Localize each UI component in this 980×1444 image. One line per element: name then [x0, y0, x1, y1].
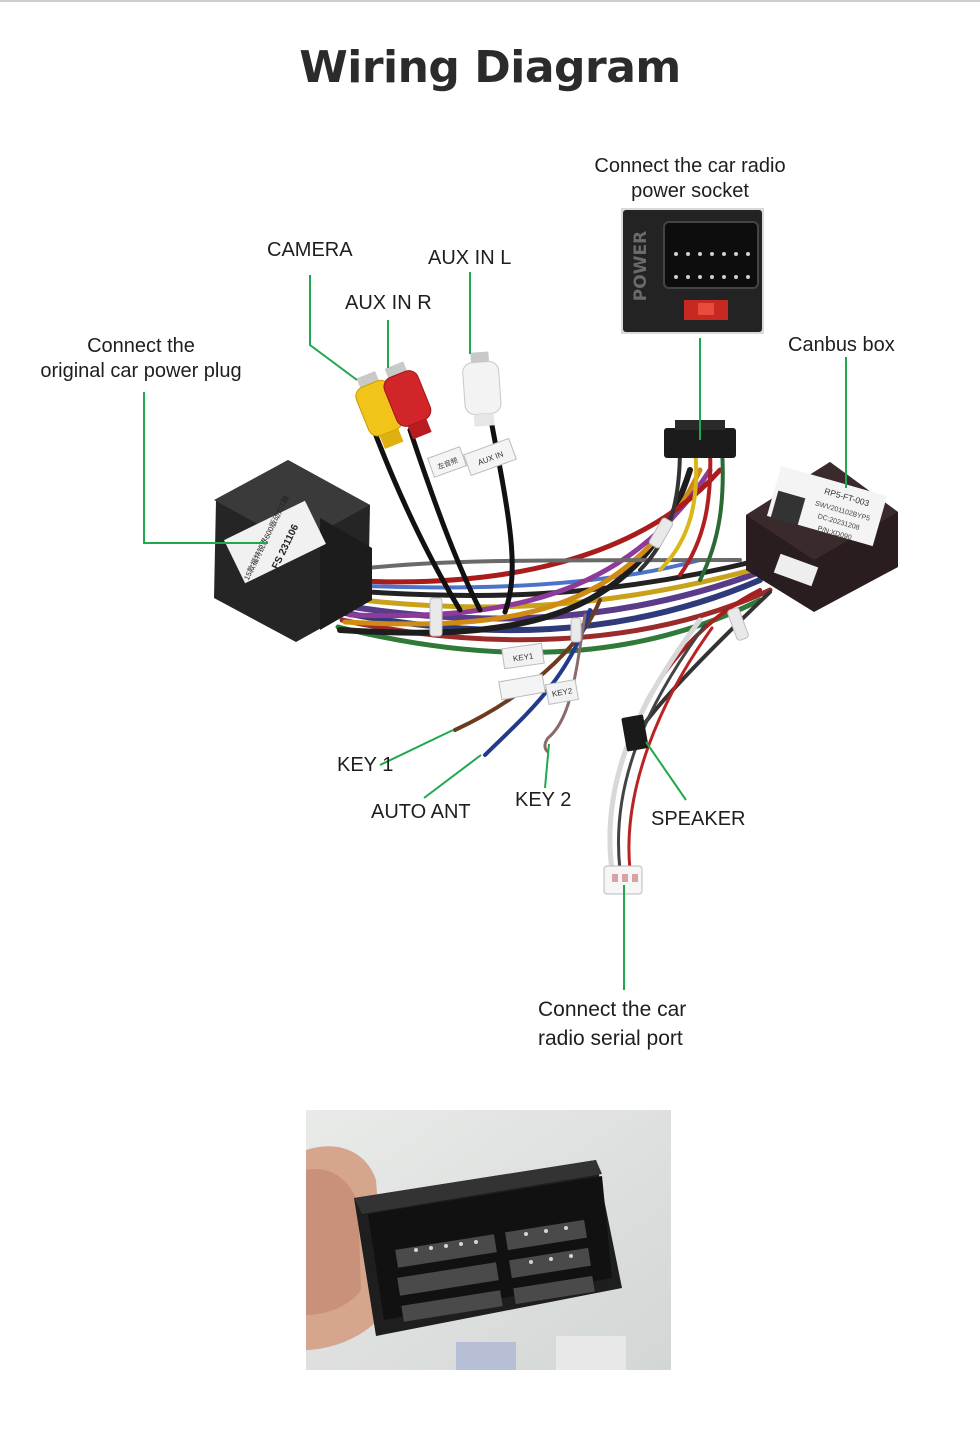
- label-serial-port: Connect the car radio serial port: [538, 995, 686, 1053]
- serial-port-plug: [603, 865, 643, 895]
- label-aux-in-l: AUX IN L: [428, 247, 512, 269]
- label-aux-in-r: AUX IN R: [345, 292, 432, 314]
- label-key2: KEY 2: [515, 789, 572, 811]
- label-power-socket-line1: Connect the car radio: [594, 155, 786, 177]
- label-key1: KEY 1: [337, 754, 394, 776]
- label-power-socket-line2: power socket: [631, 180, 749, 202]
- socket-embossed-text: POWER: [631, 231, 651, 301]
- label-power-plug-line2: original car power plug: [40, 360, 242, 382]
- label-camera: CAMERA: [267, 239, 353, 261]
- cable-ties: [429, 517, 749, 643]
- canbus-box-device: RP5-FT-003 SWV201102BYP5 DC:20231208 P/N…: [746, 462, 898, 612]
- wiring-harness-diagram: POWER: [143, 208, 898, 990]
- connector-closeup-photo: [306, 1110, 671, 1370]
- page-title: Wiring Diagram: [299, 42, 681, 93]
- top-rule: [0, 0, 980, 2]
- label-serial-port-line2: radio serial port: [538, 1027, 683, 1050]
- wire-tags: KEY1 KEY2 AUX IN 左音频: [426, 437, 580, 706]
- label-speaker: SPEAKER: [651, 808, 746, 830]
- wire-bundle: [335, 412, 773, 873]
- rca-plugs: [355, 351, 502, 449]
- label-auto-ant: AUTO ANT: [371, 801, 471, 823]
- power-socket-photo: POWER: [621, 208, 764, 334]
- tag-key2: KEY2: [551, 686, 573, 699]
- label-serial-port-line1: Connect the car: [538, 998, 687, 1021]
- original-power-plug: 15款福特锐界600版动力T路 FS 231106: [214, 460, 372, 642]
- tag-key1: KEY1: [512, 652, 534, 664]
- label-canbus-box: Canbus box: [788, 334, 895, 356]
- label-power-plug-line1: Connect the: [87, 335, 195, 357]
- label-power-plug: Connect the original car power plug: [30, 334, 252, 384]
- label-power-socket: Connect the car radio power socket: [580, 154, 800, 204]
- callout-lines: [143, 272, 847, 990]
- speaker-connector: [621, 714, 649, 752]
